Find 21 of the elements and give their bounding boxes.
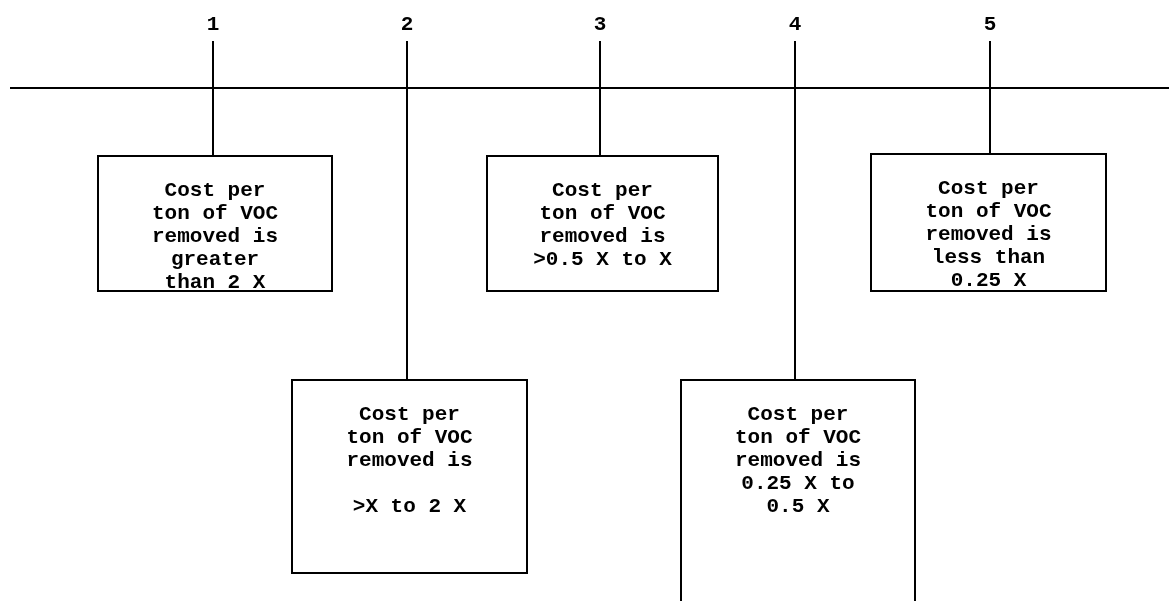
box-text: Cost per ton of VOC removed is >0.5 X to X xyxy=(532,179,673,271)
criteria-box xyxy=(97,155,333,292)
leader-line xyxy=(212,40,214,156)
leader-line xyxy=(406,40,408,380)
callout-number: 1 xyxy=(203,13,223,37)
leader-line xyxy=(989,40,991,154)
criteria-box xyxy=(680,379,916,601)
criteria-box xyxy=(486,155,719,292)
box-text: Cost per ton of VOC removed is less than 0.25 X xyxy=(924,177,1053,292)
callout-number: 5 xyxy=(980,13,1000,37)
box-text: Cost per ton of VOC removed is 0.25 X to 0.5 X xyxy=(733,403,862,518)
leader-line xyxy=(794,40,796,380)
leader-line xyxy=(599,40,601,156)
callout-number: 3 xyxy=(590,13,610,37)
criteria-box xyxy=(870,153,1107,292)
box-text: >X to 2 X xyxy=(351,495,468,518)
criteria-box xyxy=(291,379,528,574)
callout-number: 2 xyxy=(397,13,417,37)
callout-number: 4 xyxy=(785,13,805,37)
box-text: Cost per ton of VOC removed is xyxy=(345,403,474,472)
box-text: Cost per ton of VOC removed is greater than 2 X xyxy=(150,179,279,294)
